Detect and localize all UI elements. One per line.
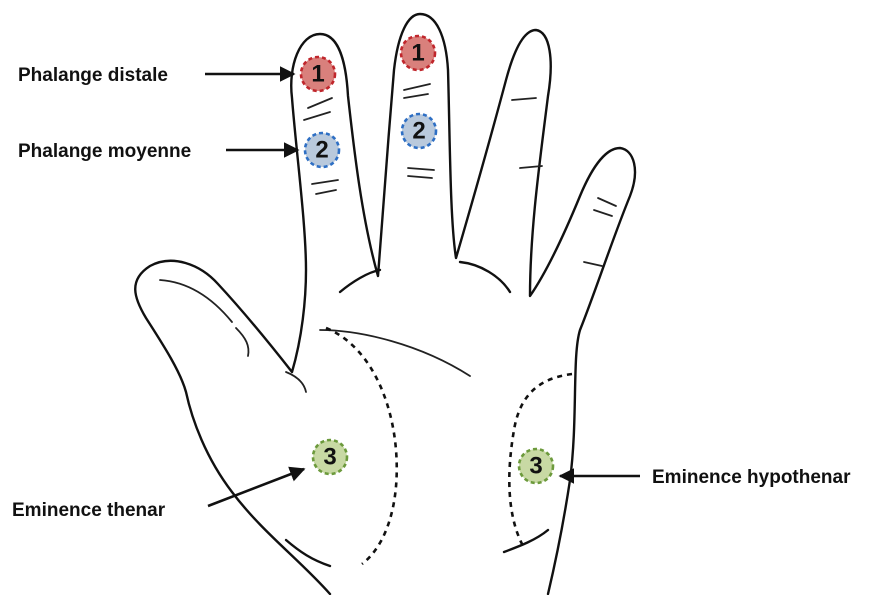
marker-distal-index: 1	[301, 57, 335, 91]
label-thenar-eminence: Eminence thenar	[12, 500, 166, 521]
marker-hypothenar: 3	[519, 449, 553, 483]
marker-number: 1	[311, 61, 324, 88]
marker-middle-index: 2	[305, 133, 339, 167]
marker-distal-middle: 1	[401, 36, 435, 70]
label-hypothenar-eminence: Eminence hypothenar	[652, 467, 851, 488]
hand-outline	[135, 14, 635, 594]
arrow-thenar-eminence	[208, 469, 304, 506]
marker-number: 2	[412, 118, 425, 145]
label-middle-phalanx: Phalange moyenne	[18, 141, 191, 162]
marker-number: 3	[529, 453, 542, 480]
marker-number: 1	[411, 40, 424, 67]
marker-middle-middle: 2	[402, 114, 436, 148]
marker-thenar: 3	[313, 440, 347, 474]
marker-number: 2	[315, 137, 328, 164]
label-distal-phalanx: Phalange distale	[18, 65, 168, 86]
marker-number: 3	[323, 444, 336, 471]
